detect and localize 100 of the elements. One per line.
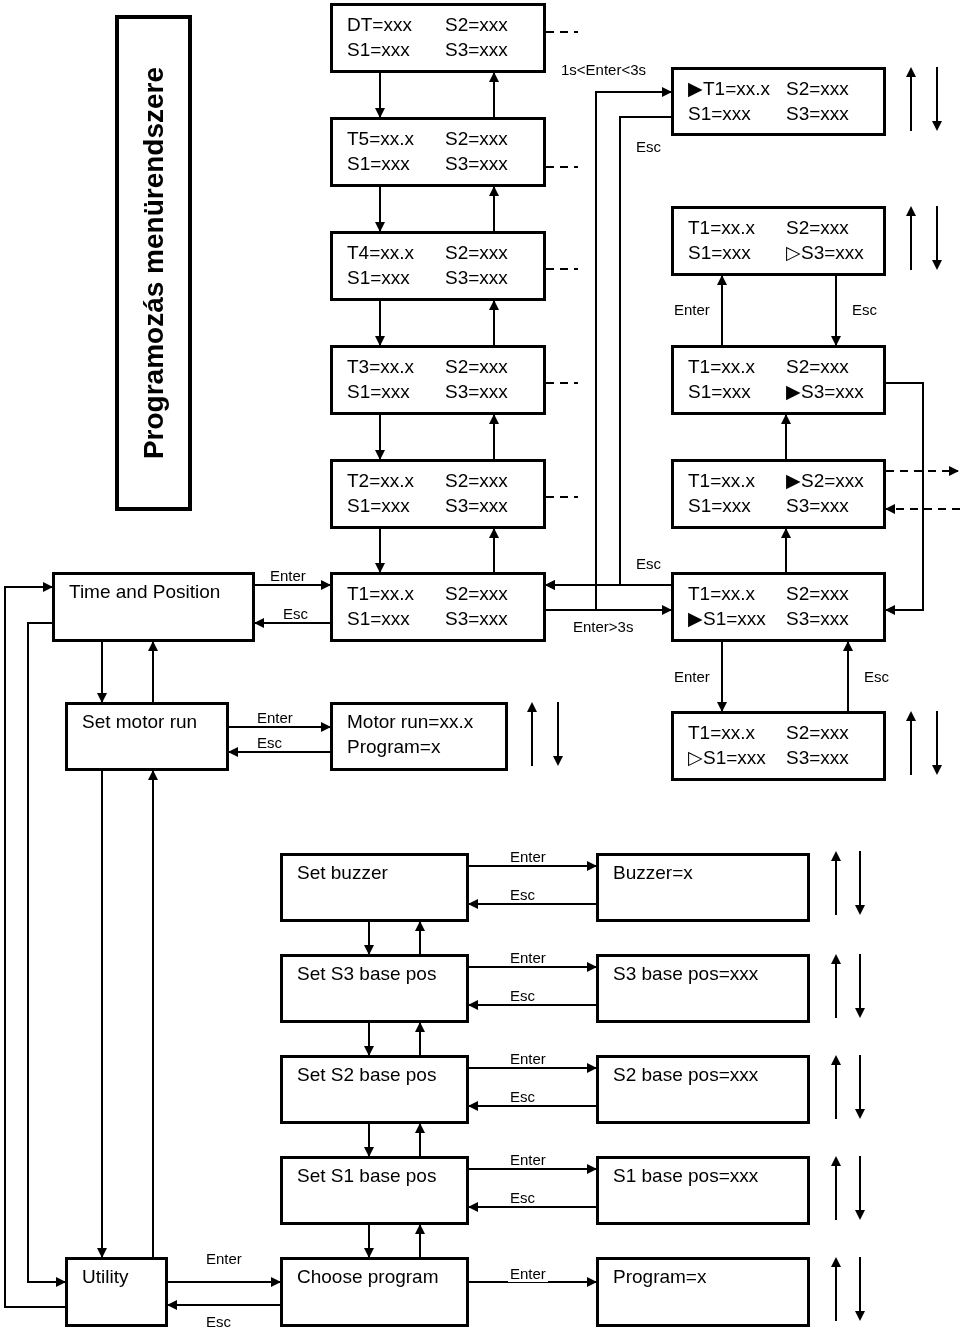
arrow — [489, 528, 499, 573]
arrow — [489, 72, 499, 118]
menu-label: Program=x — [613, 1265, 707, 1289]
display-field: T3=xx.x — [347, 354, 445, 379]
display-screen-box — [330, 345, 546, 415]
display-field: S3=xxx — [445, 265, 543, 290]
arrow — [415, 1022, 425, 1056]
display-field: T1=xx.x — [688, 720, 786, 745]
arrow — [364, 921, 374, 955]
arrow — [375, 414, 385, 460]
arrow — [375, 300, 385, 346]
display-field: T1=xx.x — [347, 581, 445, 606]
display-screen-box — [671, 711, 886, 781]
menu-box — [52, 572, 255, 642]
arrow — [415, 1224, 425, 1258]
display-field: S3=xxx — [445, 379, 543, 404]
arrow — [489, 414, 499, 460]
display-field: T4=xx.x — [347, 240, 445, 265]
arrow — [364, 1123, 374, 1157]
display-field: ▶S2=xxx — [786, 468, 883, 493]
arrow — [375, 528, 385, 573]
menu-box — [280, 1156, 469, 1225]
dashed-connector — [545, 496, 579, 498]
arrow — [415, 1123, 425, 1157]
display-screen-box — [671, 459, 886, 529]
arrow — [167, 1300, 281, 1310]
display-field: S1=xxx — [347, 379, 445, 404]
display-field: T2=xx.x — [347, 468, 445, 493]
display-field: S1=xxx — [688, 240, 786, 265]
arrow — [148, 770, 158, 1258]
arrow — [364, 1224, 374, 1258]
display-screen-box — [330, 459, 546, 529]
arrow — [489, 186, 499, 232]
arrow — [167, 1277, 281, 1287]
dashed-connector — [885, 466, 959, 476]
arrow — [27, 622, 66, 1287]
arrow — [468, 1277, 597, 1287]
display-field: S1=xxx — [347, 493, 445, 518]
menu-label: Motor run=xx.x — [347, 710, 474, 734]
arrow — [468, 1000, 597, 1010]
display-field: T1=xx.x — [688, 581, 786, 606]
display-field: ▶S3=xxx — [786, 379, 883, 404]
display-field: ▶T1=xx.x — [688, 76, 786, 101]
display-field: S1=xxx — [688, 101, 786, 126]
arrow — [97, 770, 107, 1258]
dashed-connector — [545, 166, 579, 168]
display-field: S2=xxx — [445, 354, 543, 379]
menu-box — [280, 853, 469, 922]
display-screen-box — [330, 572, 546, 642]
display-screen-box — [671, 67, 886, 136]
dashed-connector — [885, 504, 960, 514]
display-field: S2=xxx — [445, 240, 543, 265]
arrow — [375, 72, 385, 118]
display-field: T1=xx.x — [688, 468, 786, 493]
arrow — [148, 641, 158, 703]
display-field: S1=xxx — [347, 606, 445, 631]
menu-box — [330, 702, 508, 771]
display-field: S2=xxx — [786, 215, 883, 240]
arrow — [468, 1164, 597, 1174]
display-field: S1=xxx — [347, 265, 445, 290]
display-field: S1=xxx — [347, 37, 445, 62]
menu-label: Set S3 base pos — [297, 962, 437, 986]
menu-box — [280, 1055, 469, 1124]
display-field: S2=xxx — [445, 581, 543, 606]
display-field: S2=xxx — [445, 468, 543, 493]
display-field: DT=xxx — [347, 12, 445, 37]
arrow — [831, 275, 841, 346]
display-screen-box — [330, 3, 546, 73]
display-field: S1=xxx — [347, 151, 445, 176]
display-field: ▷S1=xxx — [688, 745, 786, 770]
menu-box — [596, 853, 810, 922]
display-field: S1=xxx — [688, 379, 786, 404]
display-field: ▷S3=xxx — [786, 240, 883, 265]
arrow — [228, 747, 331, 757]
dashed-connector — [545, 31, 579, 33]
menu-label: Choose program — [297, 1265, 439, 1289]
arrow — [415, 921, 425, 955]
arrow — [364, 1022, 374, 1056]
menu-label: Set S1 base pos — [297, 1164, 437, 1188]
arrow — [468, 861, 597, 871]
menu-box — [596, 1257, 810, 1327]
arrow — [489, 300, 499, 346]
display-screen-box — [671, 345, 886, 415]
menu-label: S2 base pos=xxx — [613, 1063, 759, 1087]
display-field: S3=xxx — [786, 493, 883, 518]
display-field: T1=xx.x — [688, 215, 786, 240]
display-field: S2=xxx — [786, 720, 883, 745]
display-field: S2=xxx — [445, 12, 543, 37]
menu-box — [596, 954, 810, 1023]
display-screen-box — [671, 572, 886, 642]
display-field: S3=xxx — [445, 37, 543, 62]
menu-box — [596, 1055, 810, 1124]
arrow — [468, 1063, 597, 1073]
display-field: S2=xxx — [786, 354, 883, 379]
arrow — [254, 618, 331, 628]
display-field: S3=xxx — [445, 151, 543, 176]
dashed-connector — [545, 382, 579, 384]
menu-label: Time and Position — [69, 580, 221, 604]
display-field: T5=xx.x — [347, 126, 445, 151]
menu-box — [280, 954, 469, 1023]
